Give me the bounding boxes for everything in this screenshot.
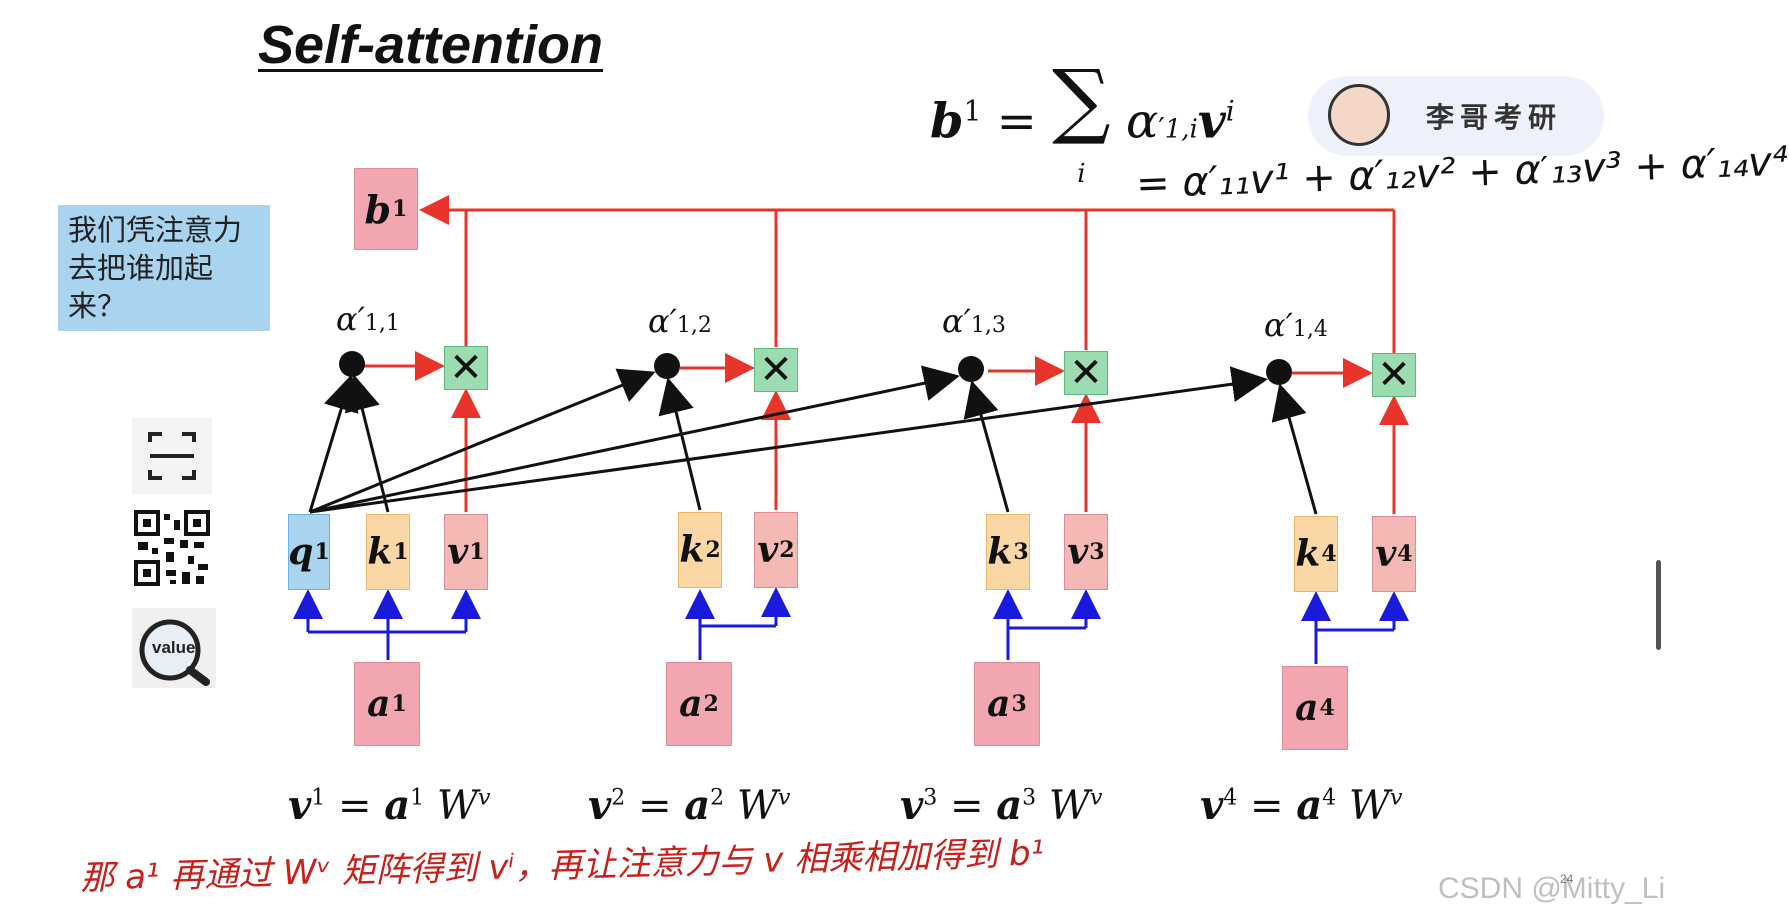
avatar xyxy=(1328,84,1390,146)
author-badge[interactable]: 李哥考研 xyxy=(1308,76,1604,156)
alpha-1-4: α′1,4 xyxy=(1264,306,1328,344)
multiply-node-2: ✕ xyxy=(754,347,798,393)
qr-code-icon[interactable] xyxy=(132,508,212,588)
equation-v4: v4 = a4 Wv xyxy=(1200,782,1403,829)
attention-diagram-arrows xyxy=(293,195,1409,664)
sum-formula: b1 = ∑ i α′1,ivi xyxy=(930,53,1235,189)
alpha-1-1: α′1,1 xyxy=(336,300,400,338)
equation-v1: v1 = a1 Wv xyxy=(288,782,491,829)
alpha-1-2: α′1,2 xyxy=(648,302,712,340)
scrollbar[interactable] xyxy=(1656,560,1661,650)
equation-v2: v2 = a2 Wv xyxy=(588,782,791,829)
multiply-node-3: ✕ xyxy=(1064,350,1108,396)
value-icon-label: value xyxy=(152,638,196,657)
page-number: 24 xyxy=(1560,872,1574,886)
question-note: 我们凭注意力去把谁加起来？ xyxy=(58,205,270,331)
alpha-1-3: α′1,3 xyxy=(942,302,1006,340)
multiply-node-1: ✕ xyxy=(444,345,488,391)
equation-v3: v3 = a3 Wv xyxy=(900,782,1103,829)
author-name: 李哥考研 xyxy=(1426,101,1563,134)
multiply-node-4: ✕ xyxy=(1372,352,1416,398)
slide-title: Self-attention xyxy=(258,15,603,75)
scan-icon[interactable] xyxy=(132,418,212,494)
value-magnifier-icon[interactable]: value xyxy=(132,608,216,688)
watermark: CSDN @Mitty_Li xyxy=(1438,872,1666,905)
